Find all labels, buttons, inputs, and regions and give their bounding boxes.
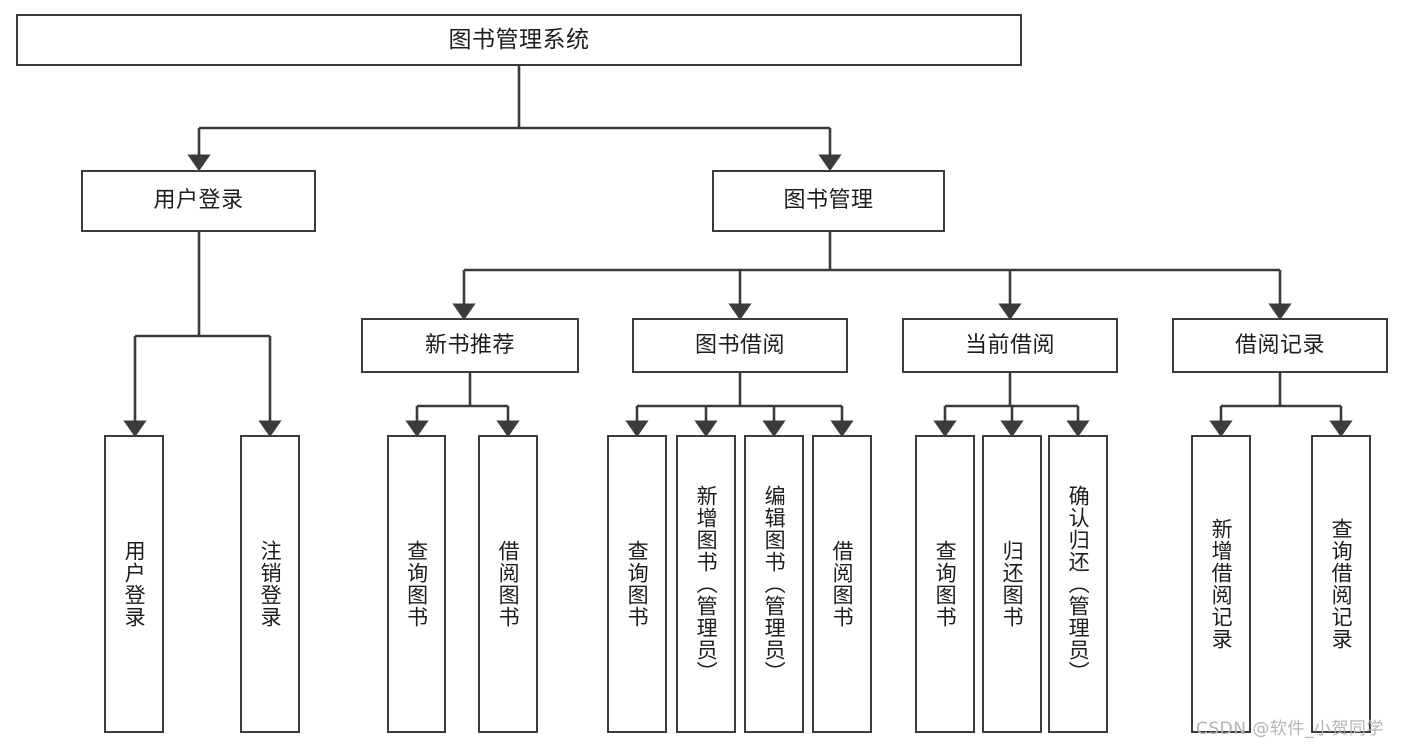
node-leaf-confirm-return-label: 确认归还（管理员）	[1066, 485, 1091, 683]
node-leaf-query-book-cur-label: 查询图书	[933, 540, 958, 628]
node-leaf-user-login[interactable]: 用户登录	[104, 435, 164, 733]
node-leaf-query-book-label: 查询图书	[625, 540, 650, 628]
node-root[interactable]: 图书管理系统	[16, 14, 1022, 66]
node-leaf-user-login-label: 用户登录	[122, 540, 147, 628]
node-new-book-recommend[interactable]: 新书推荐	[361, 318, 579, 373]
node-leaf-edit-book-label: 编辑图书（管理员）	[762, 485, 787, 683]
node-new-book-recommend-label: 新书推荐	[424, 332, 515, 358]
node-leaf-add-record[interactable]: 新增借阅记录	[1191, 435, 1251, 733]
node-leaf-query-book-rec[interactable]: 查询图书	[387, 435, 446, 733]
node-book-borrow-label: 图书借阅	[694, 332, 785, 358]
node-borrow-record-label: 借阅记录	[1234, 332, 1325, 358]
node-leaf-return-book[interactable]: 归还图书	[982, 435, 1042, 733]
node-leaf-query-book-rec-label: 查询图书	[404, 540, 429, 628]
node-current-borrow[interactable]: 当前借阅	[902, 318, 1118, 373]
node-current-borrow-label: 当前借阅	[964, 332, 1055, 358]
node-leaf-logout-label: 注销登录	[258, 540, 283, 628]
node-leaf-add-book[interactable]: 新增图书（管理员）	[676, 435, 736, 733]
node-leaf-borrow-book-rec[interactable]: 借阅图书	[478, 435, 538, 733]
node-leaf-borrow-book-rec-label: 借阅图书	[496, 540, 521, 628]
node-borrow-record[interactable]: 借阅记录	[1172, 318, 1388, 373]
node-book-borrow[interactable]: 图书借阅	[632, 318, 848, 373]
node-user-login-label: 用户登录	[153, 188, 244, 214]
node-leaf-query-record-label: 查询借阅记录	[1329, 518, 1354, 650]
node-leaf-query-book[interactable]: 查询图书	[607, 435, 667, 733]
node-leaf-add-record-label: 新增借阅记录	[1209, 518, 1234, 650]
node-leaf-borrow-book-label: 借阅图书	[830, 540, 855, 628]
node-book-manage-label: 图书管理	[783, 188, 874, 214]
node-leaf-logout[interactable]: 注销登录	[240, 435, 300, 733]
node-leaf-edit-book[interactable]: 编辑图书（管理员）	[744, 435, 804, 733]
node-leaf-query-record[interactable]: 查询借阅记录	[1311, 435, 1371, 733]
node-leaf-return-book-label: 归还图书	[1000, 540, 1025, 628]
node-leaf-add-book-label: 新增图书（管理员）	[694, 485, 719, 683]
node-leaf-query-book-cur[interactable]: 查询图书	[915, 435, 975, 733]
node-root-label: 图书管理系统	[448, 26, 590, 53]
node-leaf-confirm-return[interactable]: 确认归还（管理员）	[1048, 435, 1108, 733]
node-book-manage[interactable]: 图书管理	[712, 170, 945, 232]
node-leaf-borrow-book[interactable]: 借阅图书	[812, 435, 872, 733]
node-user-login[interactable]: 用户登录	[81, 170, 316, 232]
